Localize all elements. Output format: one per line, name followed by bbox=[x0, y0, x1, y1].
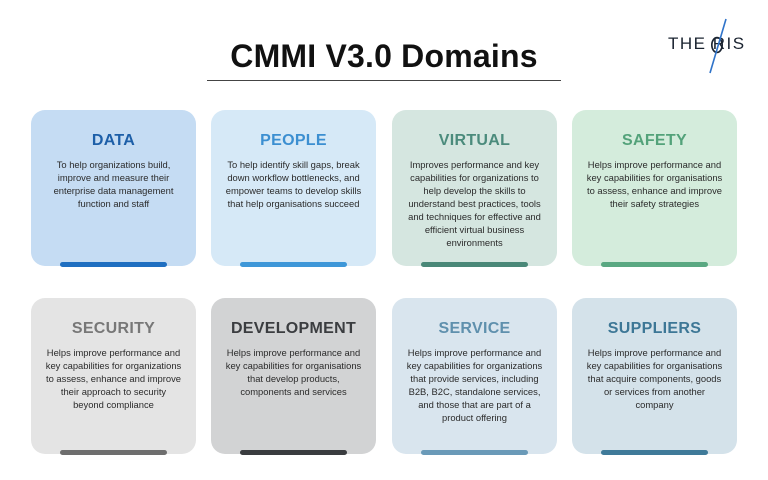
domain-card-virtual: VIRTUAL Improves performance and key capa… bbox=[392, 110, 557, 267]
domain-card-security: SECURITY Helps improve performance and ke… bbox=[31, 298, 196, 455]
domain-card-suppliers: SUPPLIERS Helps improve performance and k… bbox=[572, 298, 737, 455]
domain-card-safety: SAFETY Helps improve performance and key … bbox=[572, 110, 737, 267]
domain-card-title: VIRTUAL bbox=[438, 132, 511, 149]
logo-slash-icon bbox=[709, 18, 727, 74]
domain-card-description: Helps improve performance and key capabi… bbox=[225, 347, 362, 397]
domain-card-accent-bar bbox=[421, 450, 528, 455]
logo-text: THE RIS bbox=[668, 34, 746, 53]
domain-card-description: Improves performance and key capabilitie… bbox=[408, 159, 541, 248]
domain-card-title: SERVICE bbox=[438, 320, 511, 337]
title-underline bbox=[207, 80, 561, 81]
domain-card-title: DATA bbox=[91, 132, 136, 149]
domain-card-development: DEVELOPMENT Helps improve performance and… bbox=[211, 298, 376, 455]
domain-card-data: DATA To help organizations build, improve… bbox=[31, 110, 196, 267]
domain-card-accent-bar bbox=[601, 262, 708, 267]
domain-card-accent-bar bbox=[601, 450, 708, 455]
page-title: CMMI V3.0 Domains bbox=[230, 38, 538, 74]
domain-card-title: SAFETY bbox=[622, 132, 687, 149]
domain-card-accent-bar bbox=[421, 262, 528, 267]
domain-card-description: Helps improve performance and key capabi… bbox=[45, 347, 182, 410]
domain-card-description: To help identify skill gaps, break down … bbox=[225, 159, 362, 209]
domain-card-accent-bar bbox=[60, 262, 167, 267]
domain-card-accent-bar bbox=[240, 262, 347, 267]
domain-card-description: To help organizations build, improve and… bbox=[53, 159, 174, 209]
domain-card-description: Helps improve performance and key capabi… bbox=[406, 347, 543, 423]
domain-card-service: SERVICE Helps improve performance and key… bbox=[392, 298, 557, 455]
domain-card-description: Helps improve performance and key capabi… bbox=[586, 159, 723, 209]
domain-card-title: SECURITY bbox=[71, 320, 156, 337]
domain-card-title: SUPPLIERS bbox=[607, 320, 702, 337]
domain-card-title: DEVELOPMENT bbox=[230, 320, 357, 337]
domain-card-description: Helps improve performance and key capabi… bbox=[586, 347, 723, 410]
domain-card-accent-bar bbox=[240, 450, 347, 455]
domain-card-people: PEOPLE To help identify skill gaps, break… bbox=[211, 110, 376, 267]
domain-card-accent-bar bbox=[60, 450, 167, 455]
theoris-logo: THE RIS bbox=[668, 18, 758, 74]
domain-card-title: PEOPLE bbox=[260, 132, 327, 149]
